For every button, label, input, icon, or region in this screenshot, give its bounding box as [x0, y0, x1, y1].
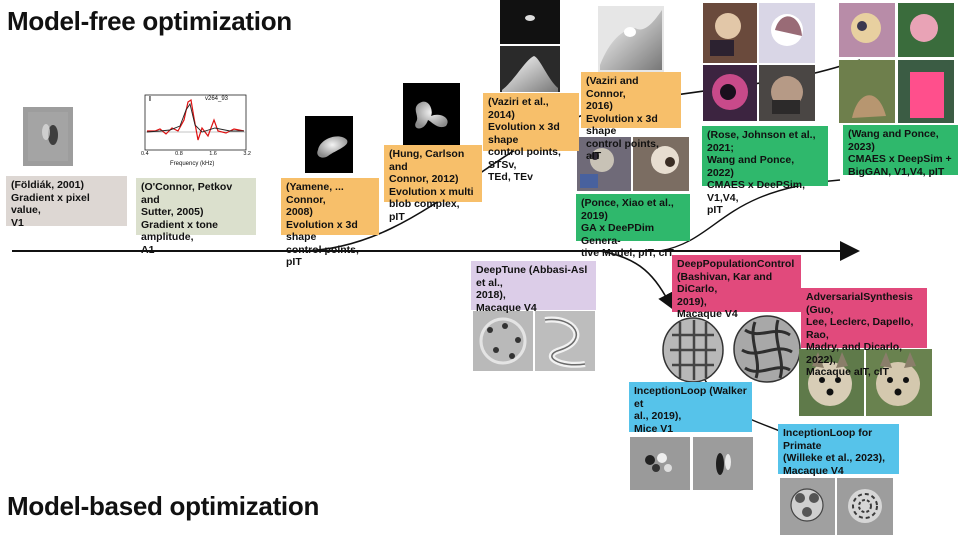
yamene-shape-image — [305, 116, 353, 173]
box-ponce2019: (Ponce, Xiao et al., 2019) GA x DeePDim … — [576, 194, 690, 259]
box-line: GA x DeePDim Genera- — [581, 222, 655, 247]
box-line: (Wang and Ponce, 2023) — [848, 128, 939, 153]
box-line: 2019), — [677, 295, 707, 308]
oconnor-plot-title: v264_93 — [205, 96, 229, 102]
box-line: control points, STSv, — [488, 146, 561, 171]
box-line: BigGAN, V1,V4, pIT — [848, 165, 945, 178]
box-line: Macaque V4 — [783, 464, 844, 477]
foldiak-stimulus-image — [23, 107, 73, 166]
box-line: AdversarialSynthesis (Guo, — [806, 291, 913, 316]
box-line: InceptionLoop (Walker et — [634, 385, 747, 410]
inceptionloop-images — [630, 437, 753, 490]
box-vaziri2014: (Vaziri et al., 2014) Evolution x 3d sha… — [483, 93, 579, 183]
box-deeptune: DeepTune (Abbasi-Asl et al., 2018), Maca… — [471, 261, 596, 314]
vaziri2014-images — [500, 0, 560, 92]
box-line: (Bashivan, Kar and DiCarlo, — [677, 270, 773, 296]
box-line: Evolution x 3d shape — [586, 112, 658, 138]
box-yamene: (Yamene, ... Connor, 2008) Evolution x 3… — [281, 178, 379, 268]
oconnor-plot-ticks: 0.4 0.8 1.6 3.2 — [141, 151, 251, 157]
rose-images — [703, 3, 815, 121]
box-line: DeepTune (Abbasi-Asl et al., — [476, 264, 588, 289]
box-line: control points, aIT — [586, 137, 659, 163]
box-line: (Földiák, 2001) — [11, 179, 84, 191]
box-line: Evolution x 3d shape — [488, 121, 560, 146]
box-line: al., 2019), — [634, 410, 682, 422]
tick-label: 0.4 — [141, 151, 149, 157]
box-inceptionloop: InceptionLoop (Walker et al., 2019), Mic… — [629, 382, 752, 435]
box-line: (Yamene, ... Connor, — [286, 181, 344, 206]
box-line: TEd, TEv — [488, 171, 533, 183]
box-oconnor: (O'Connor, Petkov and Sutter, 2005) Grad… — [136, 178, 256, 256]
model-based-branch — [599, 250, 673, 310]
box-line: tive Model, pIT, cIT — [581, 247, 674, 259]
tick-label: 3.2 — [243, 151, 251, 157]
box-line: Gradient x tone amplitude, — [141, 218, 219, 244]
box-line: Macaque V4 — [476, 301, 537, 314]
box-line: A1 — [141, 243, 155, 256]
oconnor-plot-panel-label: I — [149, 96, 151, 103]
wang2023-images — [839, 3, 954, 123]
box-line: blob complex, pIT — [389, 198, 460, 223]
box-vaziri2016: (Vaziri and Connor, 2016) Evolution x 3d… — [581, 72, 681, 162]
box-line: Evolution x 3d shape — [286, 218, 358, 244]
box-line: Macaque aIT, cIT — [806, 366, 889, 378]
box-line: pIT — [707, 204, 723, 216]
oconnor-plot-xlabel: Frequency (kHz) — [170, 161, 215, 167]
box-hung: (Hung, Carlson and Connor, 2012) Evoluti… — [384, 145, 482, 223]
tick-label: 1.6 — [209, 151, 217, 157]
vaziri2016-surface-image — [598, 6, 664, 72]
box-foldiak: (Földiák, 2001) Gradient x pixel value, … — [6, 176, 127, 229]
deeptune-images — [473, 311, 595, 371]
box-line: V1 — [11, 216, 24, 229]
box-line: InceptionLoop for Primate — [783, 427, 873, 452]
adversarial-images — [799, 349, 932, 416]
box-line: (Willeke et al., 2023), — [783, 452, 886, 464]
ponce2019-images — [577, 137, 689, 191]
box-line: Macaque V4 — [677, 308, 738, 320]
box-line: (Vaziri et al., 2014) — [488, 96, 549, 121]
box-line: Mice V1 — [634, 422, 674, 435]
box-line: DeepPopulationControl — [677, 258, 795, 270]
box-line: (Ponce, Xiao et al., 2019) — [581, 197, 674, 222]
model-free-heading: Model-free optimization — [7, 6, 292, 36]
box-wang2023: (Wang and Ponce, 2023) CMAES x DeepSim +… — [843, 125, 958, 178]
box-line: control points, pIT — [286, 243, 359, 269]
box-line: Wang and Ponce, 2022) — [707, 154, 795, 179]
box-line: (Vaziri and Connor, — [586, 75, 639, 100]
box-line: 2018), — [476, 289, 506, 301]
inceptionprimate-images — [780, 478, 893, 535]
box-line: CMAES x DeepSim + — [848, 153, 952, 165]
model-based-heading: Model-based optimization — [7, 491, 320, 521]
box-line: Lee, Leclerc, Dapello, Rao, — [806, 316, 914, 341]
box-line: Gradient x pixel value, — [11, 191, 90, 217]
box-line: (Hung, Carlson and — [389, 148, 465, 173]
box-line: Madry, and Dicarlo, 2022), — [806, 341, 903, 366]
tick-label: 0.8 — [175, 151, 183, 157]
box-line: Evolution x multi — [389, 185, 474, 198]
box-line: (Rose, Johnson et al., 2021; — [707, 129, 816, 154]
box-line: CMAES x DeePSim, V1,V4, — [707, 179, 806, 204]
hung-blob-image — [403, 83, 460, 145]
oconnor-tuning-plot — [144, 94, 247, 151]
box-line: 2016) — [586, 100, 613, 112]
box-line: Connor, 2012) — [389, 173, 459, 185]
box-inceptionprimate: InceptionLoop for Primate (Willeke et al… — [778, 424, 899, 477]
box-rose: (Rose, Johnson et al., 2021; Wang and Po… — [702, 126, 828, 216]
box-line: 2008) — [286, 206, 313, 218]
box-line: Sutter, 2005) — [141, 206, 204, 218]
deeppop-images — [662, 315, 801, 383]
box-adversarial: AdversarialSynthesis (Guo, Lee, Leclerc,… — [801, 288, 927, 378]
box-line: (O'Connor, Petkov and — [141, 181, 233, 206]
box-deeppop: DeepPopulationControl (Bashivan, Kar and… — [672, 255, 801, 320]
